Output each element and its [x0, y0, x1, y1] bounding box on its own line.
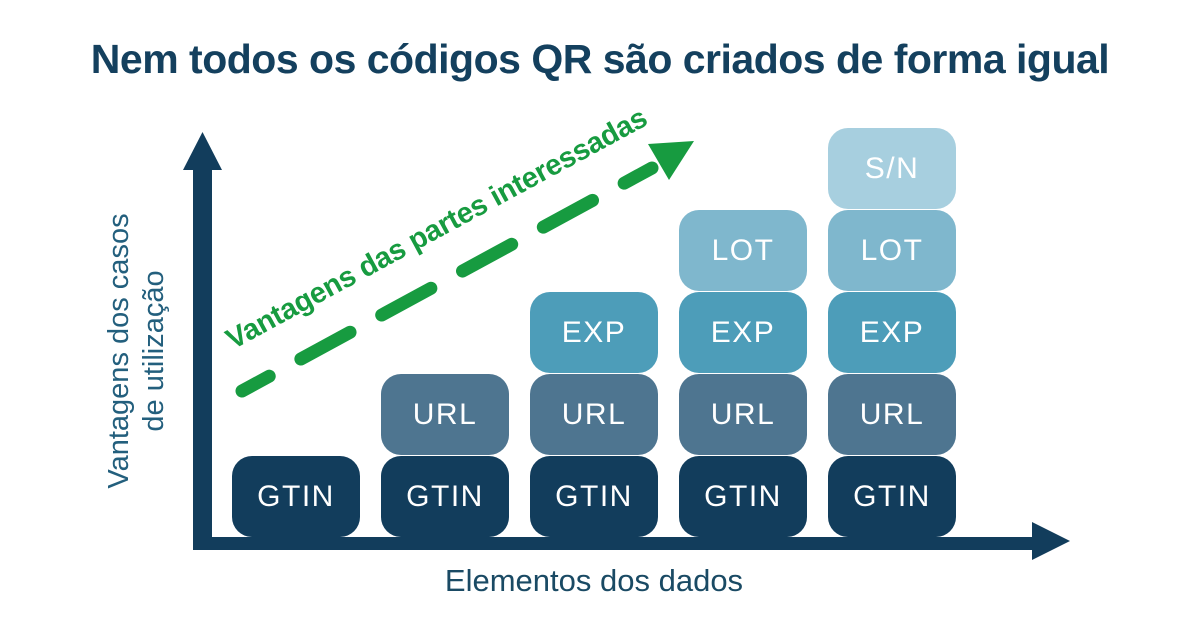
x-axis-arrowhead-icon — [1032, 522, 1070, 560]
block-url: URL — [381, 374, 509, 455]
block-exp: EXP — [679, 292, 807, 373]
x-axis-line — [193, 537, 1035, 550]
block-lot: LOT — [679, 210, 807, 291]
block-gtin: GTIN — [232, 456, 360, 537]
column-2: GTIN URL — [381, 373, 509, 537]
column-5: GTIN URL EXP LOT S/N — [828, 127, 956, 537]
x-axis-label: Elementos dos dados — [444, 563, 744, 598]
block-exp: EXP — [530, 292, 658, 373]
y-axis-arrowhead-icon — [183, 132, 222, 170]
column-3: GTIN URL EXP — [530, 291, 658, 537]
block-sn: S/N — [828, 128, 956, 209]
block-gtin: GTIN — [828, 456, 956, 537]
trend-dashed-line — [235, 161, 659, 398]
block-gtin: GTIN — [530, 456, 658, 537]
y-axis-label-line1: Vantagens dos casos — [103, 213, 135, 489]
column-4: GTIN URL EXP LOT — [679, 209, 807, 537]
block-gtin: GTIN — [679, 456, 807, 537]
block-gtin: GTIN — [381, 456, 509, 537]
block-lot: LOT — [828, 210, 956, 291]
column-1: GTIN — [232, 455, 360, 537]
page-title: Nem todos os códigos QR são criados de f… — [90, 36, 1110, 82]
block-url: URL — [828, 374, 956, 455]
block-url: URL — [530, 374, 658, 455]
y-axis-label: Vantagens dos casos de utilização — [102, 139, 172, 563]
block-exp: EXP — [828, 292, 956, 373]
block-url: URL — [679, 374, 807, 455]
y-axis-label-line2: de utilização — [138, 270, 170, 432]
trend-arrowhead-icon — [648, 141, 694, 180]
y-axis-line — [193, 168, 212, 550]
